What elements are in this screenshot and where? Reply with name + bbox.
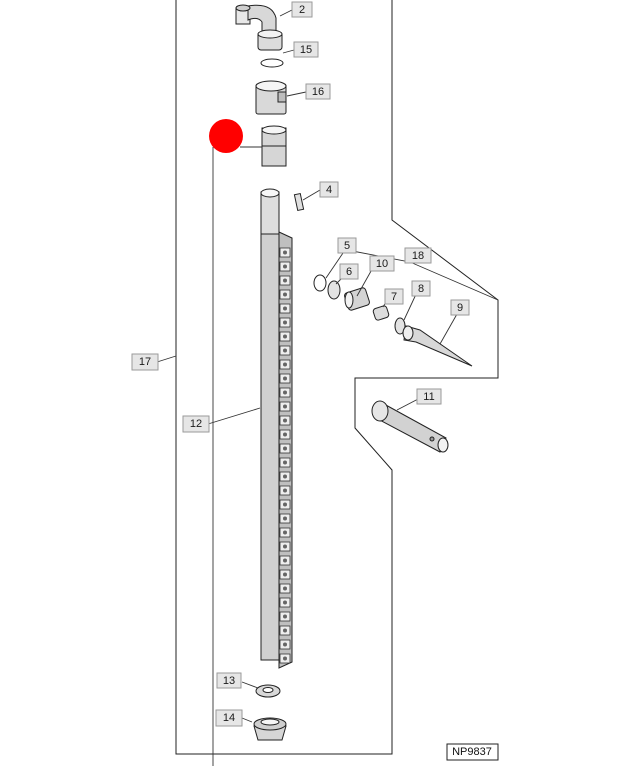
rack-tooth-hole [283, 516, 287, 521]
svg-text:6: 6 [346, 266, 352, 278]
rack-tooth-hole [283, 292, 287, 297]
rack-tooth-hole [283, 446, 287, 451]
part-threaded-fitting[interactable] [344, 287, 370, 311]
callout-4: 4 [319, 181, 339, 198]
svg-text:11: 11 [423, 391, 434, 403]
rack-tooth-hole [283, 348, 287, 353]
rack-tooth-hole [283, 642, 287, 647]
part-needle[interactable] [402, 325, 473, 367]
callout-6: 6 [339, 263, 359, 280]
rack-tooth-hole [283, 320, 287, 325]
svg-text:12: 12 [190, 418, 202, 430]
rack-tooth-hole [283, 544, 287, 549]
rack-tooth-hole [283, 586, 287, 591]
svg-text:17: 17 [139, 356, 151, 368]
part-washer[interactable] [255, 684, 281, 698]
svg-text:14: 14 [223, 712, 235, 724]
diagram-reference-label: NP9837 [446, 743, 499, 761]
assembly-outline [175, 0, 499, 755]
svg-text:NP9837: NP9837 [452, 746, 492, 758]
svg-text:2: 2 [299, 4, 305, 16]
rack-teeth [279, 247, 291, 664]
rack-tooth-hole [283, 656, 287, 661]
callout-13: 13 [216, 672, 242, 689]
rack-tooth-hole [283, 572, 287, 577]
rack-tooth-hole [283, 502, 287, 507]
rack-tooth-hole [283, 362, 287, 367]
callout-16: 16 [305, 83, 331, 100]
rack-tooth-hole [283, 460, 287, 465]
callout-14: 14 [215, 709, 243, 727]
part-sleeve[interactable] [261, 125, 287, 167]
svg-text:16: 16 [312, 86, 324, 98]
callout-11: 11 [416, 388, 442, 405]
rack-tooth-hole [283, 628, 287, 633]
part-o-ring[interactable] [260, 58, 284, 68]
highlight-marker [209, 119, 243, 153]
part-pin[interactable] [371, 400, 449, 453]
part-coupling-nut[interactable] [257, 29, 283, 51]
callout-5: 5 [337, 237, 357, 254]
svg-text:7: 7 [391, 291, 397, 303]
callout-9: 9 [450, 299, 470, 316]
part-ring-2[interactable] [394, 317, 406, 335]
part-spacer[interactable] [372, 305, 390, 321]
callout-10: 10 [369, 255, 395, 272]
rack-tooth-hole [283, 558, 287, 563]
rack-tooth-hole [283, 278, 287, 283]
svg-text:5: 5 [344, 240, 350, 252]
rack-tooth-hole [283, 250, 287, 255]
callout-8: 8 [411, 280, 431, 297]
rack-tooth-hole [283, 264, 287, 269]
rack-tooth-hole [283, 418, 287, 423]
svg-text:13: 13 [223, 675, 235, 687]
callout-2: 2 [291, 1, 313, 18]
rack-tooth-hole [283, 334, 287, 339]
rack-tooth-hole [283, 474, 287, 479]
rack-tooth-hole [283, 404, 287, 409]
rack-tooth-hole [283, 376, 287, 381]
leader-lines [156, 9, 499, 766]
svg-text:10: 10 [376, 258, 388, 270]
svg-text:4: 4 [326, 184, 332, 196]
part-bushing[interactable] [255, 80, 287, 115]
callout-17: 17 [131, 353, 159, 371]
rack-tooth-hole [283, 432, 287, 437]
rack-tooth-hole [283, 600, 287, 605]
callout-15: 15 [293, 41, 319, 58]
svg-text:8: 8 [418, 283, 424, 295]
part-small-o-ring[interactable] [313, 274, 327, 292]
rack-tooth-hole [283, 488, 287, 493]
svg-text:9: 9 [457, 302, 463, 314]
callout-12: 12 [182, 415, 210, 433]
rack-tooth-hole [283, 306, 287, 311]
rack-tooth-hole [283, 390, 287, 395]
rack-tooth-hole [283, 530, 287, 535]
callout-18: 18 [404, 247, 432, 264]
rack-tooth-hole [283, 614, 287, 619]
svg-text:15: 15 [300, 44, 312, 56]
part-ring[interactable] [327, 280, 341, 300]
part-rack-shaft[interactable] [260, 188, 293, 669]
svg-text:18: 18 [412, 250, 424, 262]
part-end-cap[interactable] [253, 717, 287, 741]
part-key[interactable] [293, 192, 305, 212]
callout-7: 7 [384, 288, 404, 305]
